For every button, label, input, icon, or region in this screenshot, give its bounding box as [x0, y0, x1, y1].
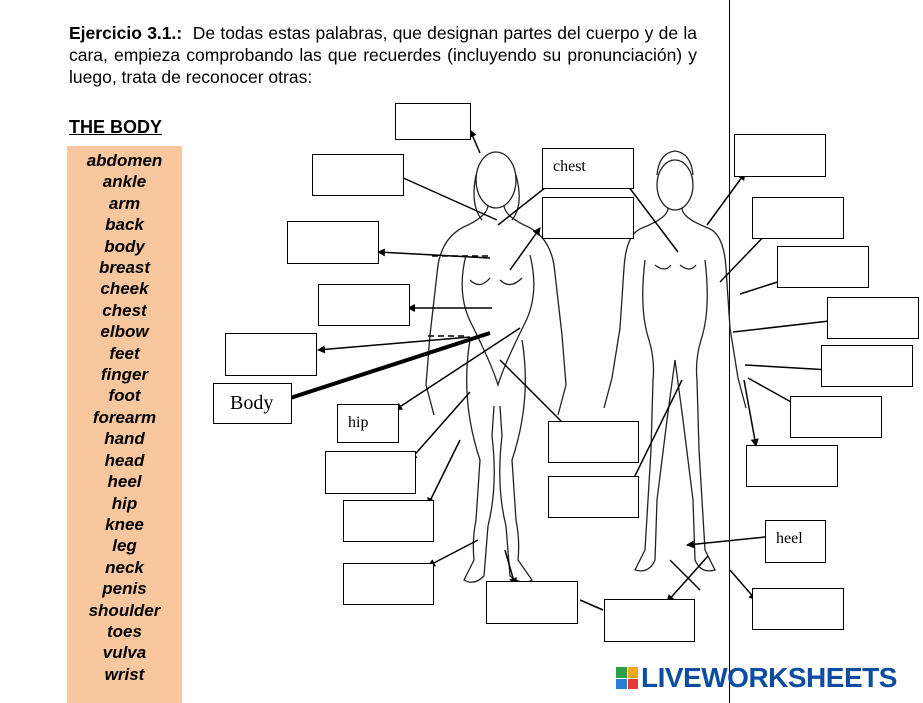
- answer-box-hip[interactable]: hip: [337, 404, 399, 443]
- answer-box-16[interactable]: [734, 134, 826, 177]
- answer-box-12[interactable]: [542, 197, 634, 239]
- word-bank-item: finger: [100, 365, 149, 385]
- logo-icon: [616, 667, 638, 689]
- answer-box-5[interactable]: [225, 333, 317, 376]
- word-bank-item: forearm: [92, 407, 157, 427]
- answer-box-19[interactable]: [827, 297, 919, 339]
- word-bank-item: feet: [109, 343, 140, 363]
- word-bank-item: neck: [105, 557, 144, 577]
- word-bank-item: cheek: [100, 279, 149, 299]
- exercise-instructions: Ejercicio 3.1.: De todas estas palabras,…: [69, 22, 697, 88]
- exercise-text: De todas estas palabras, que designan pa…: [69, 23, 697, 87]
- word-bank-item: foot: [108, 386, 141, 406]
- answer-box-18[interactable]: [777, 246, 869, 288]
- word-bank-item: shoulder: [88, 600, 161, 620]
- pointer-arrows: [317, 129, 839, 603]
- word-bank-item: head: [104, 450, 145, 470]
- word-bank-item: arm: [108, 193, 141, 213]
- word-bank-item: body: [104, 236, 145, 256]
- exercise-label: Ejercicio 3.1.:: [69, 23, 183, 43]
- answer-box-20[interactable]: [821, 345, 913, 387]
- word-bank-item: wrist: [104, 664, 145, 684]
- answer-box-13[interactable]: [548, 421, 639, 463]
- word-bank-item: vulva: [102, 643, 147, 663]
- answer-box-25[interactable]: [752, 588, 844, 630]
- word-bank-item: hip: [111, 493, 138, 513]
- section-title: THE BODY: [69, 117, 163, 137]
- word-bank-item: hand: [104, 429, 145, 449]
- answer-box-23[interactable]: [604, 599, 695, 642]
- answer-box-heel[interactable]: heel: [765, 520, 826, 563]
- word-bank-item: breast: [98, 258, 151, 278]
- answer-box-4[interactable]: [318, 284, 410, 326]
- word-bank-item: leg: [112, 536, 137, 556]
- word-bank-item: heel: [107, 472, 142, 492]
- answer-box-14[interactable]: [548, 476, 639, 518]
- answer-box-2[interactable]: [312, 154, 404, 196]
- word-bank-item: ankle: [102, 172, 147, 192]
- answer-box-22[interactable]: [746, 445, 838, 487]
- answer-box-chest[interactable]: chest: [542, 148, 634, 189]
- liveworksheets-logo: LIVEWORKSHEETS: [616, 662, 897, 693]
- answer-box-17[interactable]: [752, 197, 844, 239]
- answer-box-8[interactable]: [325, 451, 416, 494]
- word-bank-item: knee: [105, 514, 144, 534]
- female-figure: [425, 151, 567, 583]
- word-bank-item: abdomen: [86, 151, 163, 170]
- word-bank-item: elbow: [100, 322, 149, 342]
- answer-box-10[interactable]: [343, 563, 434, 605]
- answer-box-9[interactable]: [343, 500, 434, 542]
- word-bank-item: back: [105, 215, 144, 235]
- page-divider: [729, 0, 730, 703]
- answer-box-1[interactable]: [395, 103, 471, 140]
- answer-box-15[interactable]: [486, 581, 578, 624]
- word-bank-item: penis: [102, 579, 147, 599]
- answer-box-21[interactable]: [790, 396, 882, 438]
- word-bank-item: chest: [102, 300, 147, 320]
- answer-box-3[interactable]: [287, 221, 379, 264]
- logo-text: LIVEWORKSHEETS: [641, 662, 897, 693]
- answer-box-body[interactable]: Body: [213, 383, 292, 424]
- word-bank-item: toes: [107, 621, 142, 641]
